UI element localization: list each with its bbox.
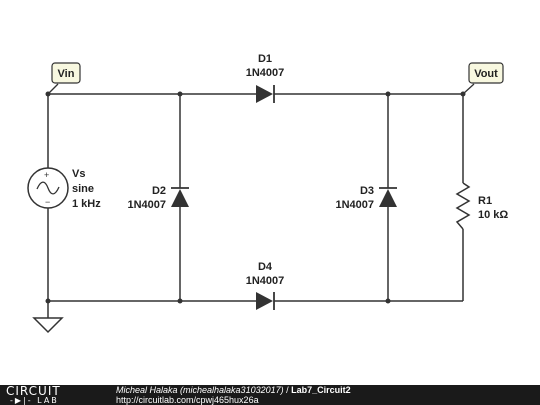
node-flag-vout[interactable]: Vout [462,62,504,95]
junction-dot [45,298,51,304]
d2-ref-label: D2 [152,185,166,197]
sine-source-vs-symbol: + − [27,167,69,209]
logo-text-bottom: -▶|- LAB [10,396,59,405]
d3-ref-label: D3 [360,185,374,197]
logo-text-top: CIRCUIT [6,384,61,398]
d4-part-label: 1N4007 [246,275,285,287]
circuitlab-logo[interactable]: CIRCUIT -▶|- LAB [6,385,96,405]
ground-symbol [32,317,64,334]
footer-bar: CIRCUIT -▶|- LAB Micheal Halaka (micheal… [0,385,540,405]
junction-dot [177,298,183,304]
plus-sign-icon: + [44,170,49,180]
diode-d1-symbol [256,85,275,103]
d1-part-label: 1N4007 [246,67,285,79]
footer-credit: Micheal Halaka (michealhalaka31032017) /… [116,385,351,395]
vs-ref-label: Vs [72,168,85,180]
logo-lab-text: LAB [37,396,59,405]
d3-part-label: 1N4007 [335,199,374,211]
r1-ref-label: R1 [478,195,492,207]
d2-part-label: 1N4007 [127,199,166,211]
logo-diode-icon: -▶|- [10,396,38,405]
circuit-url-link[interactable]: http://circuitlab.com/cpwj465hux26a [116,395,259,405]
node-flag-vin[interactable]: Vin [47,62,81,95]
junction-dot [385,298,391,304]
breadcrumb-separator: / [283,385,292,395]
schematic-canvas: + − Vin Vout D1 1N4007 D4 1N4007 D2 1N40… [27,53,508,334]
diode-d3-symbol [379,187,397,207]
junction-dot [177,91,183,97]
node-label-vin: Vin [58,68,75,80]
vs-type-label: sine [72,183,94,195]
d4-ref-label: D4 [258,261,273,273]
junction-dot [385,91,391,97]
r1-value-label: 10 kΩ [478,209,508,221]
resistor-r1-symbol [455,182,471,230]
minus-sign-icon: − [45,197,50,207]
diode-d4-symbol [256,292,275,310]
author-name[interactable]: Micheal Halaka (michealhalaka31032017) [116,385,284,395]
d1-ref-label: D1 [258,53,272,65]
diode-d2-symbol [171,187,189,207]
node-label-vout: Vout [474,68,498,80]
vs-freq-label: 1 kHz [72,198,101,210]
circuit-name[interactable]: Lab7_Circuit2 [291,385,351,395]
